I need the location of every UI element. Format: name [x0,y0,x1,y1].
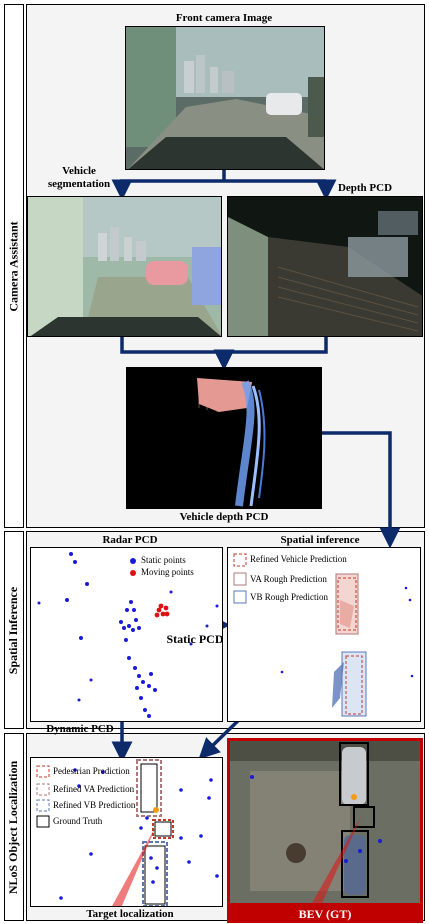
target-localization-label: Target localization [86,908,174,920]
front-camera-title: Front camera Image [175,12,273,24]
dynamic-pcd-label: Dynamic PCD [46,723,114,735]
spatial-legend-vb-rough: VB Rough Prediction [250,592,328,602]
front-camera-image [125,26,325,170]
radar-legend-static: Static points [141,555,186,565]
camera-assistant-side-label: Camera Assistant [4,4,24,528]
nlos-legend-ground-truth: Ground Truth [53,816,103,826]
vehicle-segmentation-image [27,196,222,337]
spatial-legend-refined-vehicle: Refined Vehicle Prediction [250,554,347,564]
radar-pcd-plot: Static points Moving points [30,547,223,722]
spatial-legend-va-rough: VA Rough Prediction [250,574,327,584]
static-pcd-label: Static PCD [166,632,224,646]
depth-pcd-image [227,196,423,337]
bev-gt-label: BEV (GT) [227,906,423,923]
spatial-inference-plot: Refined Vehicle Prediction VA Rough Pred… [227,547,421,722]
spatial-inference-side-label: Spatial Inference [4,531,24,729]
nlos-legend-refined-vb: Refined VB Prediction [53,800,136,810]
vehicle-segmentation-title: Vehicle segmentation [47,165,111,190]
target-localization-plot: Pedestrian Prediction Refined VA Predict… [30,757,223,907]
vehicle-depth-pcd-title: Vehicle depth PCD [179,511,269,523]
vehicle-depth-pcd-image [126,367,322,509]
radar-pcd-title: Radar PCD [102,534,158,546]
nlos-legend-pedestrian: Pedestrian Prediction [53,766,130,776]
depth-pcd-title: Depth PCD [337,182,393,194]
nlos-localization-side-label: NLoS Object Localization [4,733,24,921]
nlos-legend-refined-va: Refined VA Prediction [53,784,135,794]
radar-legend-moving: Moving points [141,567,194,577]
spatial-inference-title: Spatial inference [280,534,360,546]
bev-image [227,738,423,906]
